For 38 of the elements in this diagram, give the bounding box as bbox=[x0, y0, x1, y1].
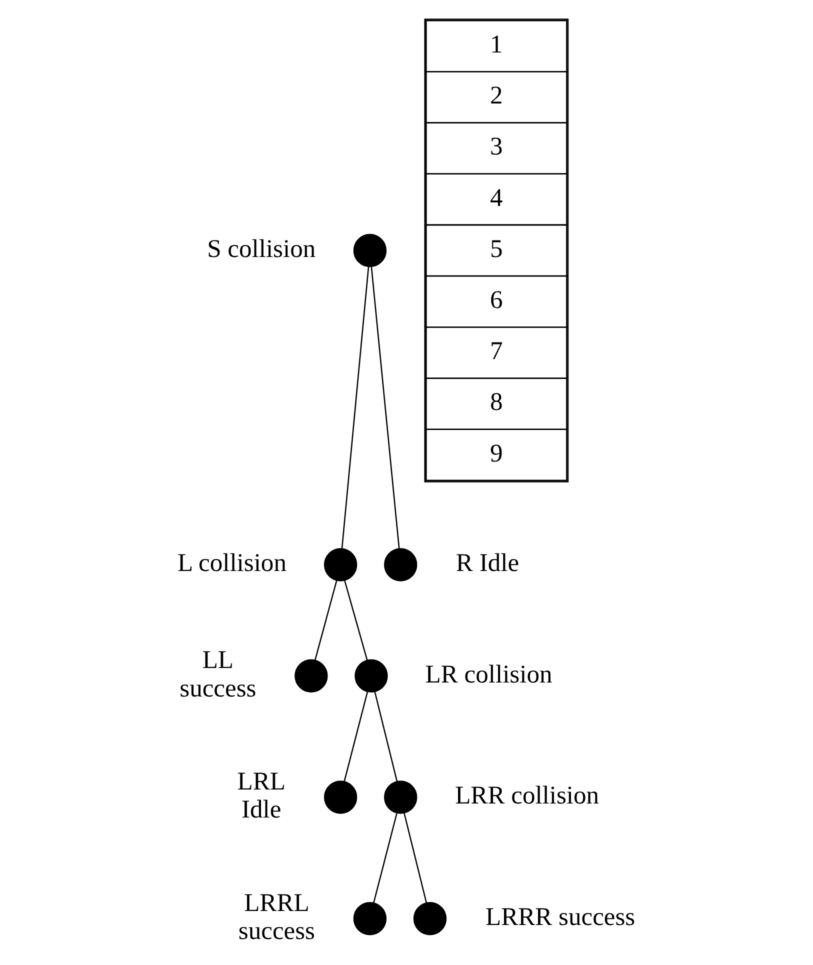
connector bbox=[340, 266, 369, 548]
label: 7 bbox=[490, 336, 502, 365]
node-label: Idle bbox=[241, 794, 281, 824]
node-label: R Idle bbox=[455, 548, 519, 577]
node-circle bbox=[323, 780, 357, 814]
label: 2 bbox=[490, 80, 502, 110]
node-label: success bbox=[179, 672, 256, 702]
node-circle bbox=[354, 658, 388, 692]
label: 1 bbox=[490, 28, 502, 58]
node-circle bbox=[352, 233, 386, 267]
connector bbox=[374, 691, 398, 782]
node-circle bbox=[323, 548, 357, 581]
node-label: LRL bbox=[236, 766, 285, 796]
node-label: LRR collision bbox=[454, 780, 599, 810]
node-label: LR collision bbox=[424, 658, 552, 688]
label: 4 bbox=[490, 182, 502, 212]
node-label: LRRL bbox=[244, 887, 309, 916]
node-circle bbox=[294, 658, 328, 692]
node-label: L collision bbox=[177, 548, 286, 577]
connector bbox=[372, 812, 397, 903]
connector bbox=[343, 691, 368, 782]
node-label: S collision bbox=[206, 233, 316, 262]
connector bbox=[370, 266, 400, 548]
node-label: LL bbox=[202, 644, 234, 674]
connector bbox=[403, 812, 427, 903]
label: 6 bbox=[490, 284, 502, 314]
connector bbox=[343, 580, 368, 660]
node-circle bbox=[352, 902, 386, 935]
label: 9 bbox=[490, 438, 502, 467]
node-circle bbox=[384, 780, 417, 814]
label: 3 bbox=[490, 131, 502, 160]
connector bbox=[314, 580, 337, 660]
node-label: success bbox=[238, 916, 314, 945]
node-circle bbox=[384, 548, 417, 581]
node-circle bbox=[412, 902, 446, 935]
label: 8 bbox=[490, 386, 502, 416]
label: 5 bbox=[490, 233, 502, 262]
node-label: LRRR success bbox=[484, 902, 635, 931]
